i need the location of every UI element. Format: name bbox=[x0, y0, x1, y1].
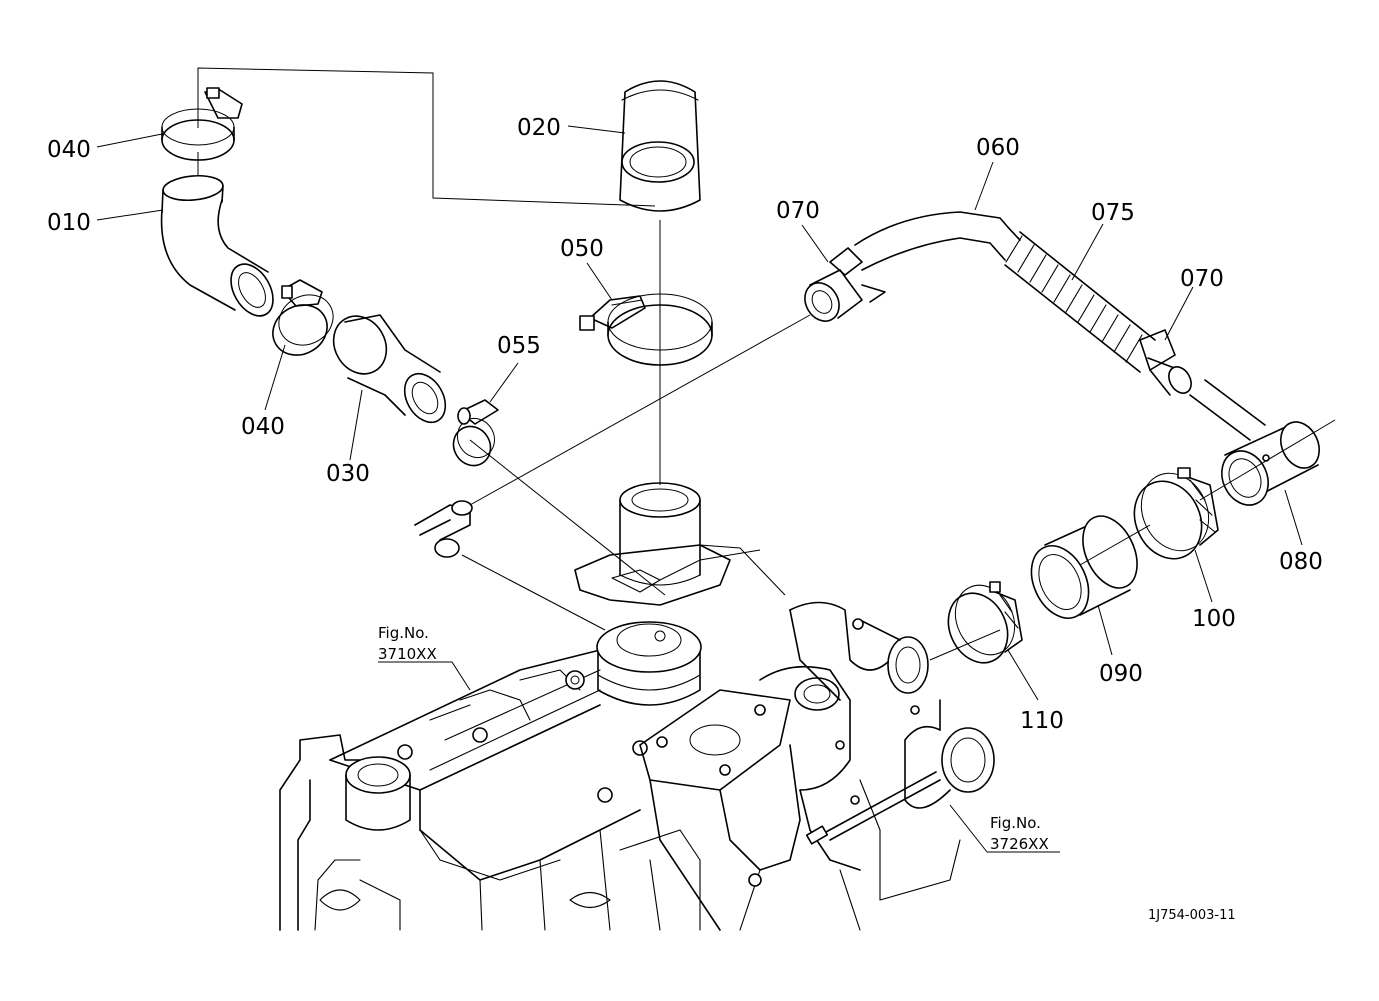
part-050-clamp bbox=[579, 293, 713, 366]
part-100-clamp bbox=[1133, 467, 1219, 560]
engine-assembly bbox=[279, 482, 995, 931]
callout-040-lower: 040 bbox=[241, 414, 285, 440]
drawing-number: 1J754-003-11 bbox=[1148, 908, 1236, 923]
part-060-pipe bbox=[854, 211, 1266, 441]
part-020-cap bbox=[619, 80, 701, 212]
callout-070-right: 070 bbox=[1180, 266, 1224, 292]
fig-ref-number: 3710XX bbox=[378, 645, 437, 663]
assembly-centerlines bbox=[197, 67, 1336, 661]
callout-070-left: 070 bbox=[776, 198, 820, 224]
callout-080: 080 bbox=[1279, 549, 1323, 575]
callout-010: 010 bbox=[47, 210, 91, 236]
callout-055: 055 bbox=[497, 333, 541, 359]
callout-020: 020 bbox=[517, 115, 561, 141]
part-040-clamp-lower bbox=[272, 279, 334, 356]
leader-lines bbox=[96, 125, 1303, 853]
fig-ref-line1: Fig.No. bbox=[990, 814, 1041, 832]
part-090-sleeve bbox=[1030, 515, 1138, 619]
callout-060: 060 bbox=[976, 135, 1020, 161]
part-080-pipe bbox=[1221, 421, 1321, 506]
callout-040-upper: 040 bbox=[47, 137, 91, 163]
figure-reference-3710: Fig.No. 3710XX bbox=[378, 624, 437, 663]
figure-reference-3726: Fig.No. 3726XX bbox=[990, 814, 1049, 853]
callout-110: 110 bbox=[1020, 708, 1064, 734]
callout-030: 030 bbox=[326, 461, 370, 487]
callout-100: 100 bbox=[1192, 606, 1236, 632]
part-040-clamp-upper bbox=[161, 87, 243, 161]
part-030-hose-reducer bbox=[332, 314, 447, 424]
part-070-clamp-right bbox=[1139, 329, 1192, 396]
part-055-clamp bbox=[452, 399, 499, 467]
part-075-corrugated-hose bbox=[1004, 231, 1156, 373]
callout-090: 090 bbox=[1099, 661, 1143, 687]
callout-labels: 040 010 020 050 040 030 055 060 070 075 … bbox=[47, 115, 1323, 734]
fig-ref-number: 3726XX bbox=[990, 835, 1049, 853]
part-070-clamp-left bbox=[804, 247, 886, 322]
callout-050: 050 bbox=[560, 236, 604, 262]
part-010-hose bbox=[160, 174, 274, 317]
callout-075: 075 bbox=[1091, 200, 1135, 226]
fig-ref-line1: Fig.No. bbox=[378, 624, 429, 642]
